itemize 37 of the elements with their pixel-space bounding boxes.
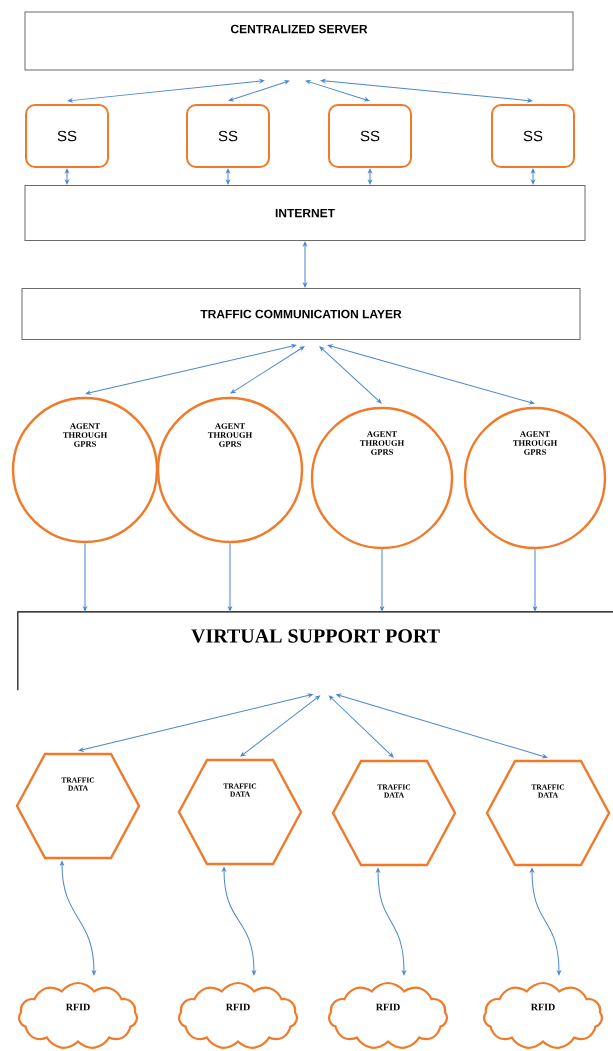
arrow — [319, 346, 382, 404]
arrow — [78, 693, 313, 752]
arrow — [320, 79, 533, 103]
rfid-cloud: RFID — [18, 981, 138, 1049]
rfid-cloud: RFID — [483, 981, 603, 1049]
layer-box: TRAFFIC COMMUNICATION LAYER — [21, 288, 581, 340]
arrow — [376, 868, 406, 976]
arrow — [228, 80, 290, 102]
arrow — [533, 548, 537, 611]
arrow — [328, 695, 394, 758]
arrow — [530, 868, 561, 976]
arrow — [368, 168, 372, 185]
layer-box: CENTRALIZED SERVER — [24, 11, 574, 71]
rfid-cloud: RFID — [178, 981, 298, 1049]
server-box: SS — [328, 104, 412, 168]
arrow — [85, 344, 297, 395]
arrow — [60, 861, 96, 976]
server-box: SS — [25, 104, 109, 168]
arrow — [531, 168, 535, 185]
arrow — [67, 79, 265, 103]
server-box: SS — [491, 104, 575, 168]
arrow — [240, 695, 320, 757]
server-box: SS — [186, 104, 270, 168]
rfid-cloud: RFID — [328, 981, 448, 1049]
arrow — [336, 693, 548, 759]
arrow — [228, 542, 232, 611]
port-box: VIRTUAL SUPPORT PORT — [17, 611, 613, 691]
arrow — [222, 867, 256, 976]
arrow — [303, 241, 307, 288]
arrow — [327, 344, 535, 405]
arrow — [65, 168, 69, 185]
arrow — [226, 168, 230, 185]
arrow — [230, 346, 305, 394]
arrow — [305, 80, 370, 102]
arrow — [380, 548, 384, 611]
arrow — [83, 542, 87, 611]
layer-box: INTERNET — [24, 185, 586, 241]
